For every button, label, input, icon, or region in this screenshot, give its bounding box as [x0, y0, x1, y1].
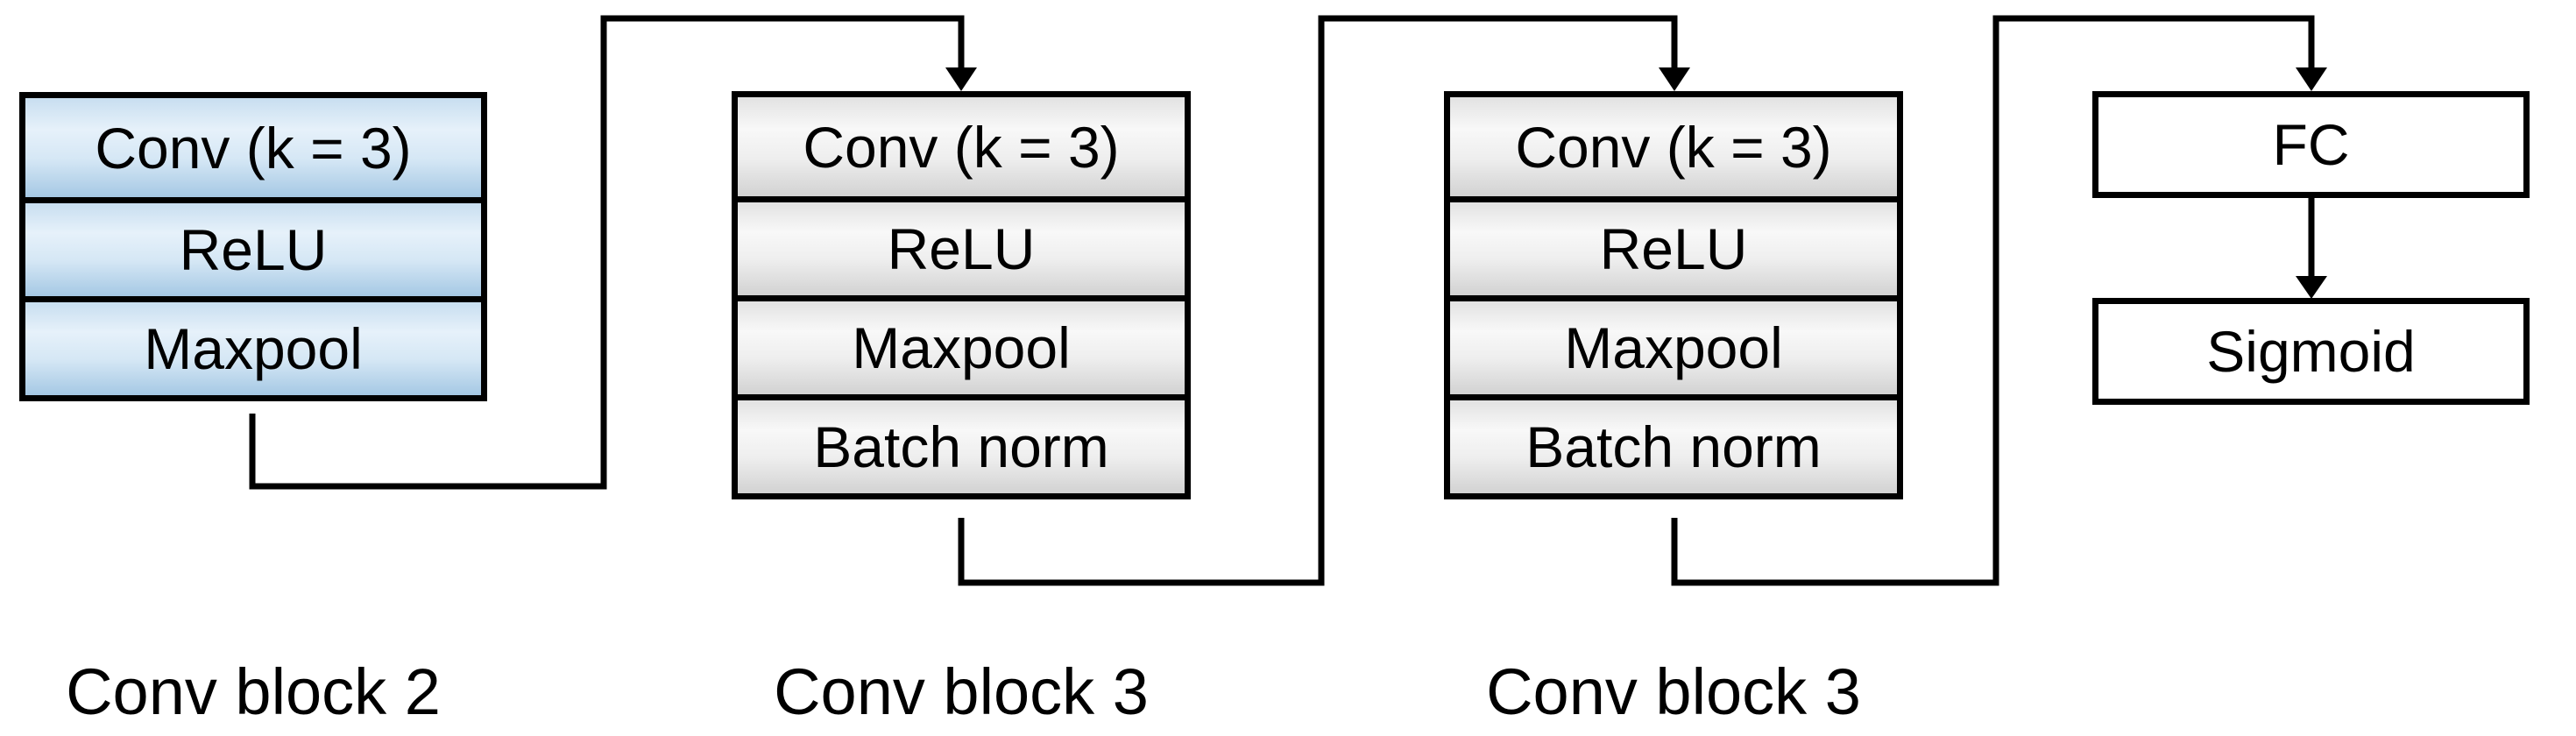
connector-block3-to-fc [1671, 15, 2315, 586]
layer-row-conv: Conv (k = 3) [738, 97, 1185, 196]
conv-block-2-group: Conv (k = 3) ReLU Maxpool [19, 92, 487, 401]
sigmoid-block: Sigmoid [2092, 298, 2530, 405]
layer-row-maxpool: Maxpool [1450, 295, 1897, 394]
layer-row-relu: ReLU [738, 196, 1185, 295]
block-caption-conv-block-2: Conv block 2 [66, 655, 441, 728]
conv-block-3b-group: Conv (k = 3) ReLU Maxpool Batch norm [1444, 91, 1903, 499]
layer-row-conv: Conv (k = 3) [1450, 97, 1897, 196]
arrowhead-block2-icon [945, 67, 977, 91]
layer-row-batchnorm: Batch norm [738, 394, 1185, 493]
layer-row-maxpool: Maxpool [738, 295, 1185, 394]
block-caption-conv-block-3a: Conv block 3 [774, 655, 1149, 728]
layer-row-relu: ReLU [1450, 196, 1897, 295]
layer-row-batchnorm: Batch norm [1450, 394, 1897, 493]
layer-row-conv: Conv (k = 3) [25, 98, 481, 197]
layer-row-maxpool: Maxpool [25, 296, 481, 395]
connector-block1-to-block2 [249, 15, 965, 490]
conv-block-3a-group: Conv (k = 3) ReLU Maxpool Batch norm [732, 91, 1191, 499]
arrowhead-fc-icon [2296, 67, 2327, 91]
layer-row-fc: FC [2098, 97, 2523, 192]
arrowhead-block3-icon [1659, 67, 1690, 91]
connector-block2-to-block3 [958, 15, 1678, 586]
layer-row-relu: ReLU [25, 197, 481, 296]
layer-row-sigmoid: Sigmoid [2098, 304, 2523, 399]
block-caption-conv-block-3b: Conv block 3 [1486, 655, 1861, 728]
arrowhead-sigmoid-icon [2296, 276, 2327, 299]
fc-block: FC [2092, 91, 2530, 198]
